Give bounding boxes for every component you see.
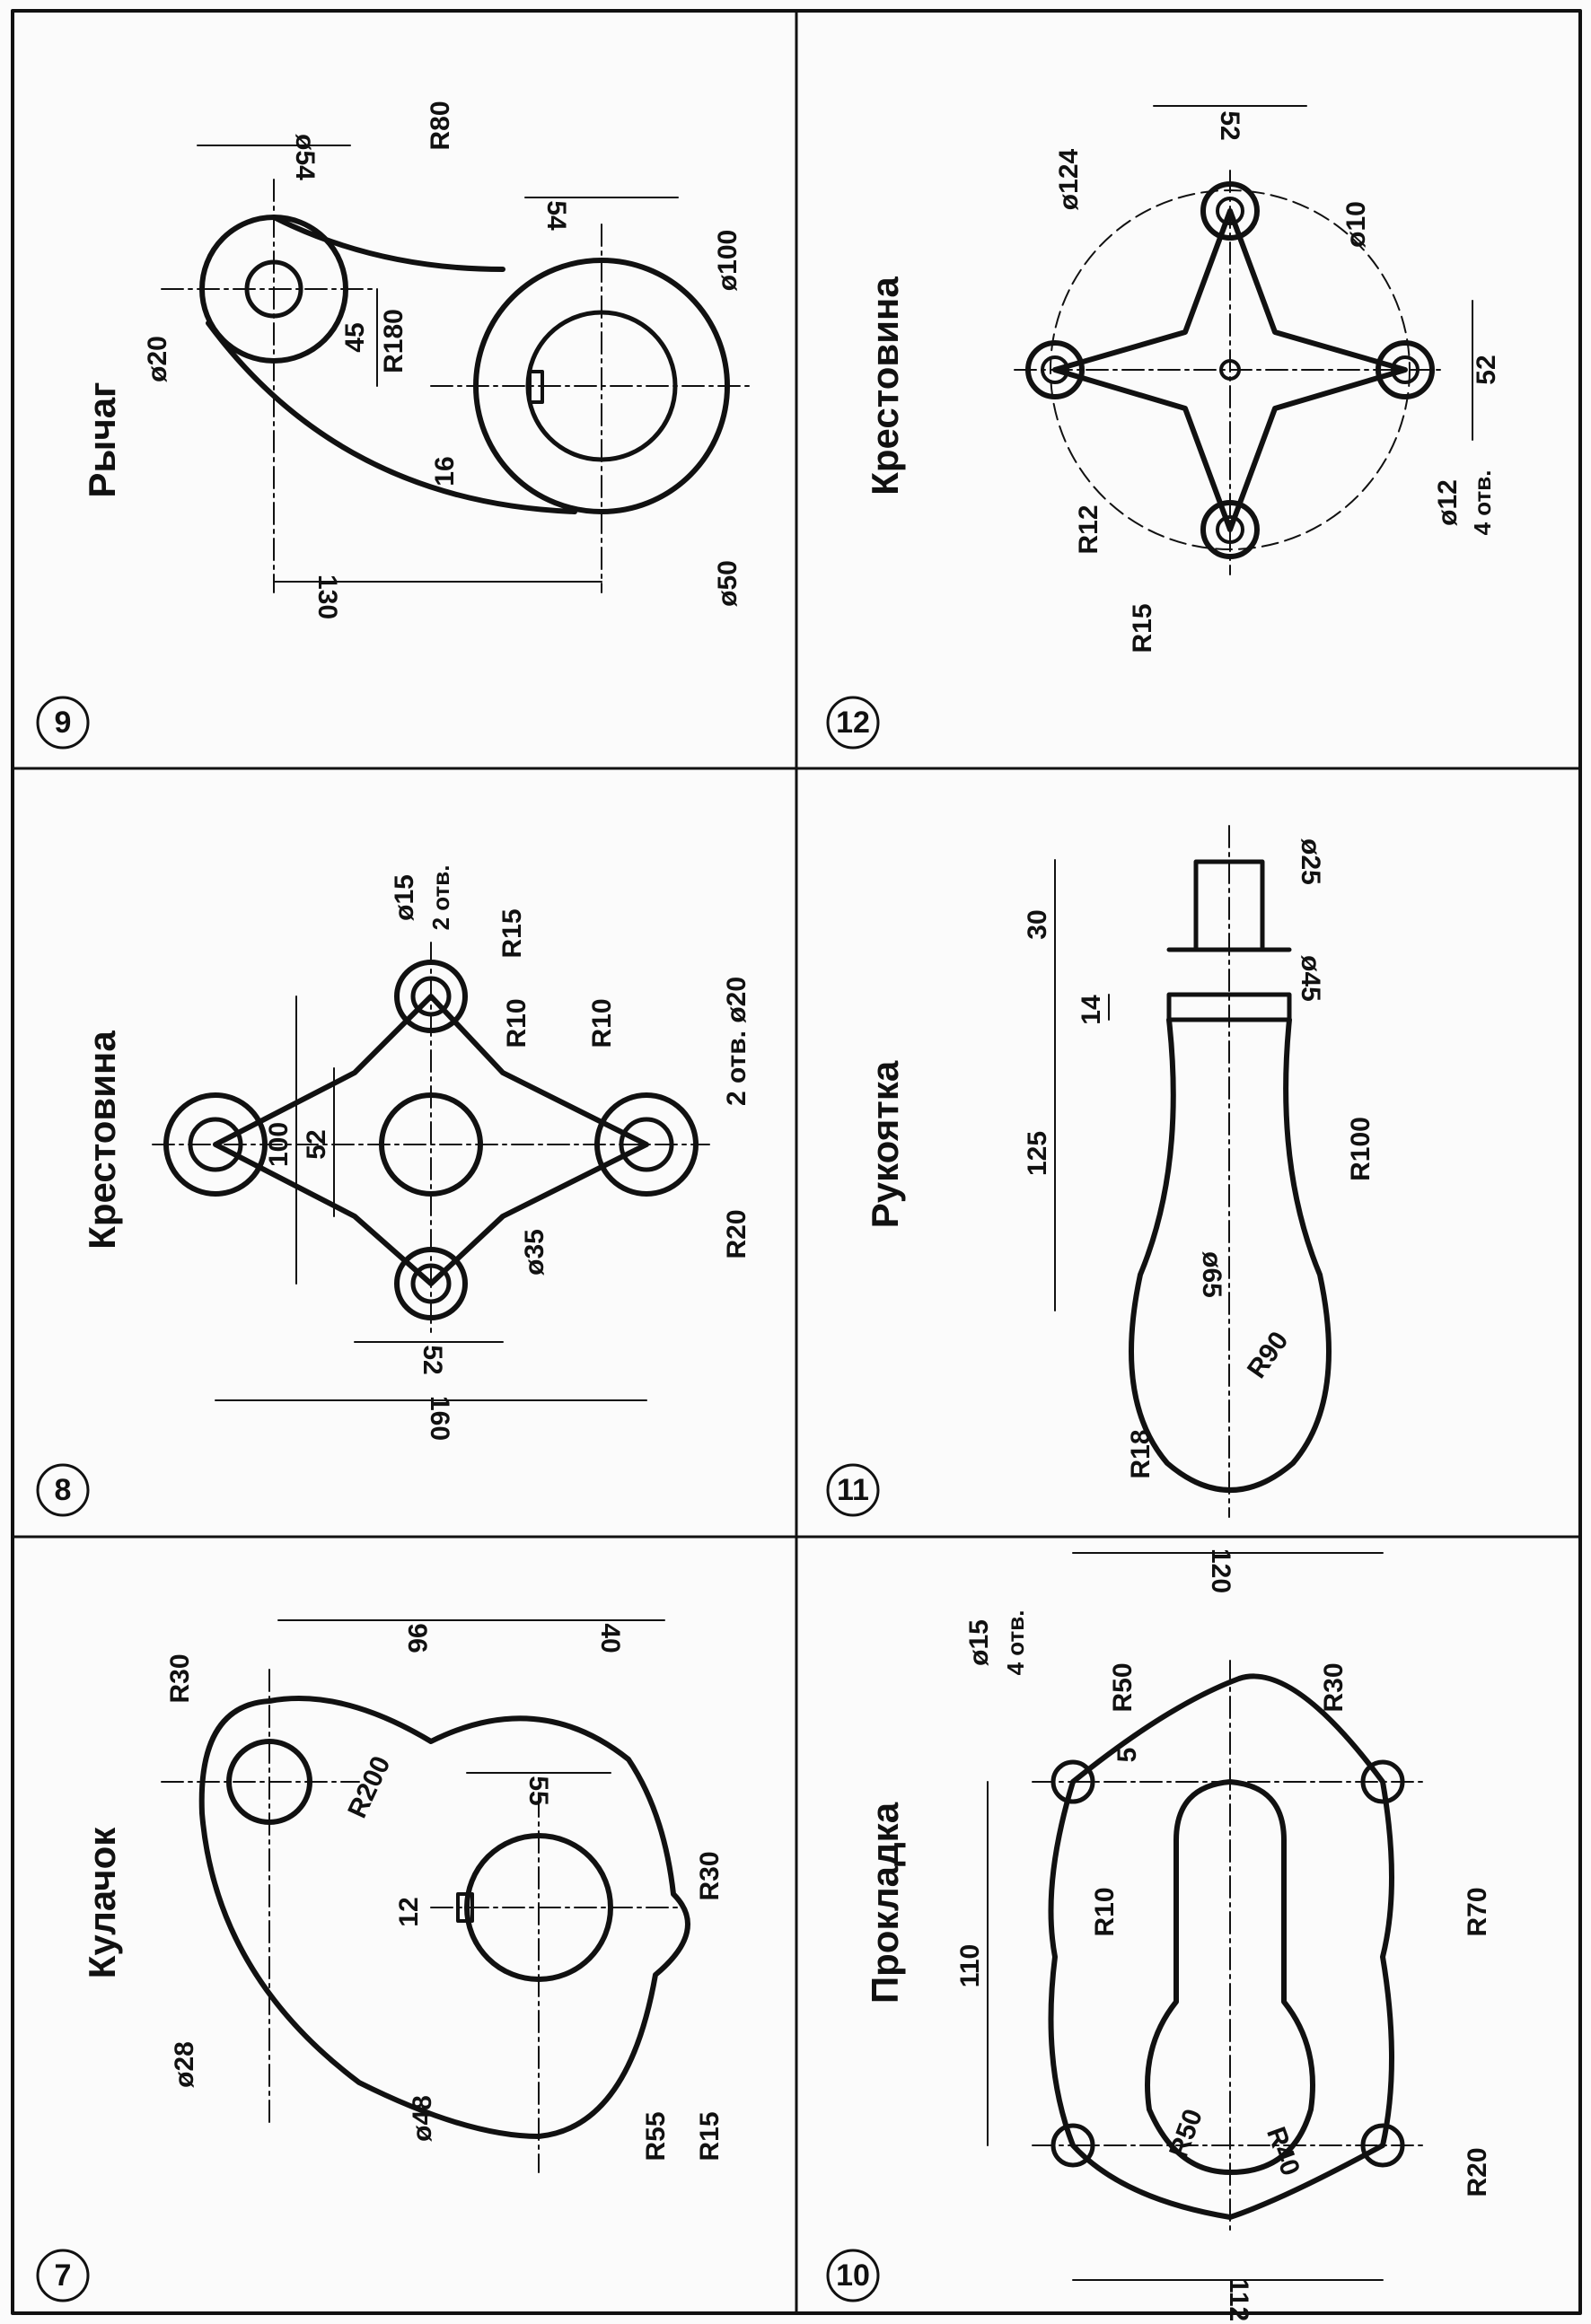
dim-label: R70 [1463, 1887, 1492, 1936]
cam-outline [198, 1696, 690, 2139]
panel-number-circle [36, 1463, 90, 1517]
dim-label: R15 [497, 908, 527, 958]
dim-label: 120 [1206, 1548, 1235, 1593]
dim-label: ø100 [713, 230, 743, 291]
dim-label: ø124 [1054, 149, 1084, 211]
panel-9-lever: 9 Рычаг ø54 R80 ø20 45 R180 16 54 ø100 1… [36, 101, 755, 750]
panel-12-cross: 12 Крестовина 52 ø124 ø10 52 R12 ø12 4 о… [826, 105, 1501, 750]
dim-label: R40 [1261, 2123, 1305, 2179]
dim-label: R50 [1164, 2105, 1209, 2162]
dim-label: R100 [1346, 1117, 1376, 1181]
dim-label: R200 [342, 1752, 396, 1823]
panel-number: 12 [836, 706, 870, 740]
dim-label: ø65 [1197, 1251, 1226, 1298]
gasket-outline [1048, 1673, 1394, 2220]
dim-label: R20 [722, 1209, 752, 1258]
dim-label: ø20 [143, 336, 172, 382]
dim-label: 16 [430, 456, 460, 486]
dim-label: 5 [1112, 1748, 1142, 1763]
dim-label: 52 [302, 1129, 331, 1159]
dim-label: ø48 [408, 2095, 437, 2142]
dim-label: R10 [587, 998, 617, 1048]
dim-label: 4 отв. [1469, 470, 1496, 536]
panel-title: Прокладка [864, 1802, 906, 2004]
dim-label: ø10 [1341, 201, 1371, 248]
panel-title: Крестовина [864, 276, 906, 495]
panel-number: 8 [55, 1473, 72, 1507]
upper-arc [271, 215, 505, 272]
lower-arc [206, 320, 577, 514]
panel-number: 11 [837, 1473, 869, 1507]
panel-title: Крестовина [81, 1030, 123, 1250]
dim-label: 54 [541, 200, 571, 231]
dim-label: 2 отв. [427, 865, 454, 931]
dim-label: ø15 [964, 1619, 994, 1666]
dim-label: 130 [312, 574, 342, 619]
panel-title: Кулачок [81, 1827, 123, 1978]
panel-number: 9 [55, 706, 72, 740]
dim-label: R55 [641, 2111, 671, 2161]
dim-label: R30 [695, 1851, 725, 1900]
dim-label: ø35 [520, 1229, 549, 1276]
dim-label: 112 [1224, 2278, 1253, 2321]
dim-label: R20 [1463, 2147, 1492, 2197]
dim-label: ø50 [713, 560, 743, 607]
dim-label: R80 [426, 101, 455, 150]
dim-label: R15 [1128, 603, 1157, 653]
dim-label: R18 [1126, 1429, 1156, 1478]
dim-label: ø45 [1296, 955, 1325, 1002]
dim-label: 55 [523, 1776, 553, 1805]
dim-label: 125 [1023, 1131, 1052, 1176]
panel-title: Рукоятка [864, 1060, 906, 1228]
dim-label: 52 [1472, 355, 1501, 384]
dim-label: 100 [264, 1122, 294, 1167]
dim-label: 160 [425, 1396, 454, 1441]
dim-label: 14 [1077, 995, 1106, 1025]
dim-label: ø15 [390, 874, 419, 921]
dim-label: 2 отв. ø20 [722, 977, 752, 1106]
panel-11-handle: 11 Рукоятка 30 14 ø25 ø45 125 R100 ø65 R… [826, 825, 1376, 1518]
dim-label: 52 [1215, 110, 1244, 140]
dim-label: 110 [955, 1944, 985, 1987]
panel-7-cam: 7 Кулачок R30 96 40 55 R200 ø28 12 R30 ø… [36, 1619, 725, 2302]
dim-label: ø12 [1433, 479, 1463, 526]
dim-label: 96 [402, 1623, 432, 1653]
dim-label: ø25 [1296, 838, 1325, 885]
dim-label: R10 [502, 998, 532, 1048]
dim-label: R90 [1242, 1327, 1295, 1384]
dim-label: R30 [1319, 1662, 1349, 1712]
panel-number-circle [36, 2249, 90, 2302]
panel-number-circle [826, 696, 880, 750]
panel-number: 10 [836, 2258, 870, 2293]
dim-label: ø28 [170, 2041, 199, 2088]
dim-label: 40 [595, 1623, 625, 1653]
dim-label: 12 [394, 1897, 424, 1926]
panel-10-gasket: 10 Прокладка 120 ø15 4 отв. R50 R30 5 11… [826, 1548, 1492, 2321]
dim-label: 45 [340, 322, 370, 352]
dim-label: R180 [379, 309, 409, 373]
dim-label: R10 [1090, 1887, 1120, 1936]
dim-label: R12 [1074, 504, 1103, 554]
panel-title: Рычаг [81, 381, 123, 497]
dim-label: ø54 [290, 134, 320, 180]
panel-number-circle [826, 1463, 880, 1517]
dim-label: 52 [418, 1345, 447, 1374]
dim-label: 4 отв. [1002, 1610, 1029, 1676]
panel-number-circle [826, 2249, 880, 2302]
panel-number: 7 [55, 2258, 72, 2293]
dim-label: R50 [1108, 1662, 1138, 1712]
panel-8-cross: 8 Крестовина 100 52 52 160 ø35 R10 R10 R… [36, 865, 752, 1517]
dim-label: R15 [695, 2111, 725, 2161]
panel-number-circle [36, 696, 90, 750]
dim-label: R30 [165, 1653, 195, 1703]
dim-label: 30 [1023, 909, 1052, 939]
